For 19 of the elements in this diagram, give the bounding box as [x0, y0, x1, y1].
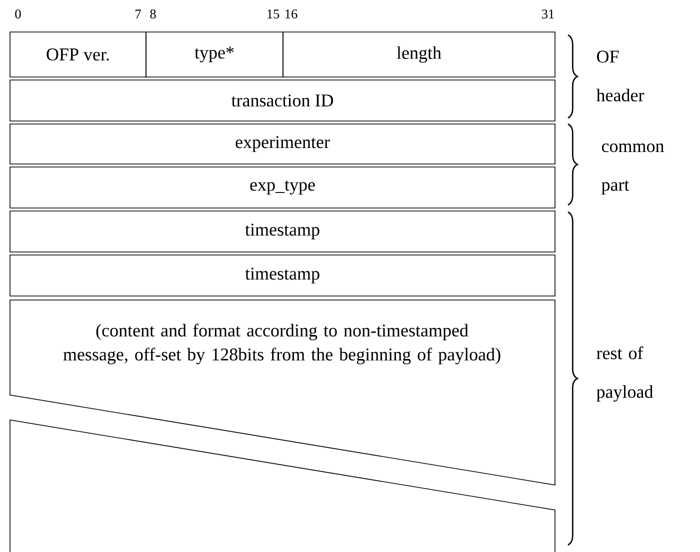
brace-label: common part [602, 144, 664, 194]
bit-number: 7 [136, 10, 141, 18]
payload-box: (content and format according to non-timestamped message, off-set by 128bits from the beginning of payload) [10, 300, 556, 486]
field-box: timestamp [10, 254, 556, 296]
brace-label: rest of payload [596, 346, 654, 402]
field-box: exp_type [10, 166, 556, 208]
field-box: OFP ver. [10, 32, 146, 78]
bit-number: 15 [268, 10, 280, 18]
field-box: length [282, 32, 556, 78]
field-box: type* [146, 32, 284, 78]
field-box: experimenter [10, 124, 556, 164]
brace-label: OF header [596, 50, 644, 102]
bit-number: 31 [542, 10, 554, 18]
field-box: timestamp [10, 210, 556, 252]
bit-number: 8 [150, 10, 156, 18]
field-box: transaction ID [10, 80, 556, 122]
payload-box [10, 420, 556, 552]
bit-number: 0 [15, 10, 21, 18]
bit-number: 16 [286, 10, 298, 18]
